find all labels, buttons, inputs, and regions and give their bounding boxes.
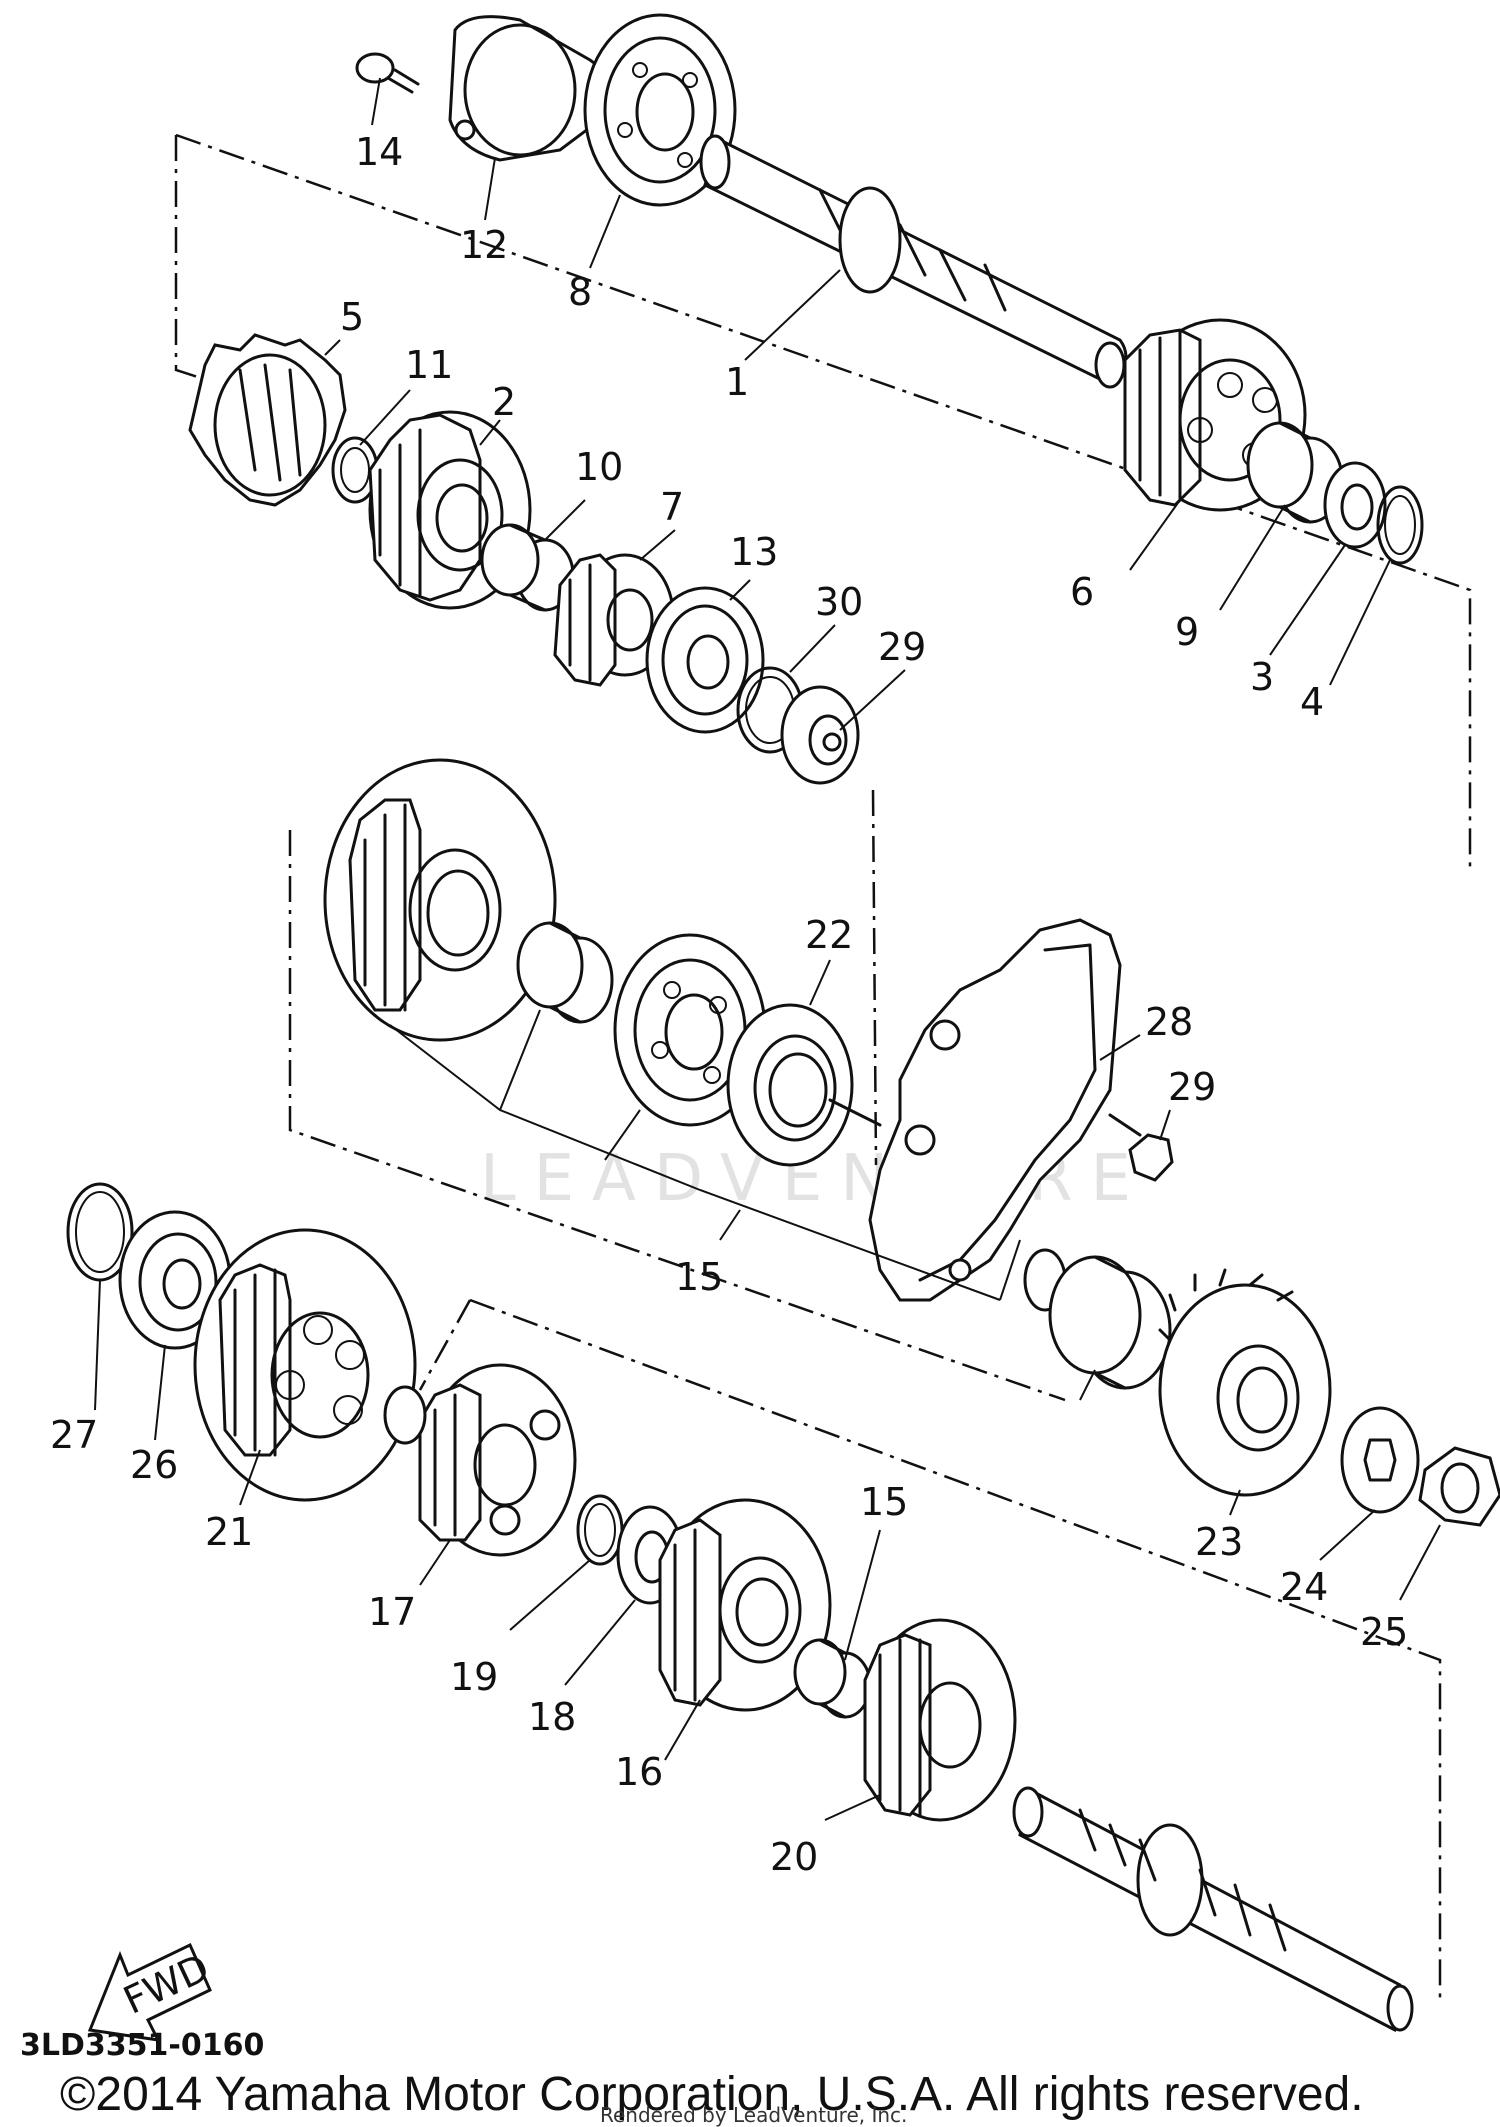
callout: 8 <box>568 270 592 314</box>
part-collar-15-lower <box>793 1638 872 1719</box>
middle-assembly <box>323 758 1500 1527</box>
callout: 24 <box>1280 1565 1328 1609</box>
part-main-axle-1 <box>699 134 1128 389</box>
callout: 15 <box>675 1255 723 1299</box>
callout: 22 <box>805 913 853 957</box>
callout: 13 <box>730 530 778 574</box>
callout: 16 <box>615 1750 663 1794</box>
leader-lines <box>94 77 1441 1821</box>
part-collar-mid <box>516 921 614 1024</box>
callout: 30 <box>815 580 863 624</box>
callout: 25 <box>1360 1610 1408 1654</box>
callout: 17 <box>368 1590 416 1634</box>
callout: 29 <box>878 625 926 669</box>
part-bearing-plate-28 <box>868 918 1122 1302</box>
callout: 23 <box>1195 1520 1243 1564</box>
fwd-arrow: FWD <box>87 1942 216 2042</box>
part-bearing-8 <box>583 13 737 207</box>
callout: 27 <box>50 1413 98 1457</box>
group-outlines <box>174 133 1472 2000</box>
part-screw-14 <box>355 52 420 94</box>
part-retainer-12 <box>448 15 610 162</box>
part-drive-axle <box>1012 1786 1414 2032</box>
part-sprocket-23 <box>1158 1268 1332 1497</box>
drive-axle-assembly <box>66 1182 1414 2032</box>
callout: 21 <box>205 1510 253 1554</box>
part-oil-seal-30 <box>780 685 860 785</box>
copyright: ©2014 Yamaha Motor Corporation, U.S.A. A… <box>60 2068 1364 2121</box>
main-axle-assembly <box>188 13 1424 785</box>
callout: 20 <box>770 1835 818 1879</box>
callout: 1 <box>725 360 749 404</box>
rendered-by: Rendered by LeadVenture, Inc. <box>600 2103 907 2127</box>
callout: 15 <box>860 1480 908 1524</box>
callout: 12 <box>460 223 508 267</box>
callout: 28 <box>1145 1000 1193 1044</box>
callout: 3 <box>1250 655 1274 699</box>
part-gear-5 <box>188 333 347 507</box>
part-gear-16 <box>658 1498 832 1712</box>
callout: 5 <box>340 295 364 339</box>
part-bearing-13 <box>645 586 765 734</box>
part-circlip-19 <box>576 1494 624 1566</box>
callout: 2 <box>492 380 516 424</box>
part-gear-17 <box>383 1363 577 1557</box>
callout: 14 <box>355 130 403 174</box>
callout: 4 <box>1300 680 1324 724</box>
part-collar-mid2 <box>1023 1248 1172 1390</box>
callout: 10 <box>575 445 623 489</box>
callout: 29 <box>1168 1065 1216 1109</box>
callout: 18 <box>528 1695 576 1739</box>
callout: 19 <box>450 1655 498 1699</box>
diagram-code: 3LD3351-0160 <box>20 2028 264 2063</box>
callout: 11 <box>405 343 453 387</box>
callout: 9 <box>1175 610 1199 654</box>
part-gear-20 <box>863 1618 1017 1822</box>
callout: 26 <box>130 1443 178 1487</box>
part-collar-10 <box>480 523 575 612</box>
callouts: 14 12 8 1 5 11 2 10 7 13 30 29 6 9 3 4 2… <box>50 130 1408 1879</box>
part-lock-washer-24 <box>1340 1406 1420 1514</box>
callout: 7 <box>660 485 684 529</box>
part-circlip-4 <box>1376 485 1424 565</box>
part-gear-21 <box>193 1228 417 1502</box>
part-oil-seal-22 <box>726 1003 882 1167</box>
part-bolt-29 <box>1108 1113 1174 1182</box>
callout: 6 <box>1070 570 1094 614</box>
part-washer-3 <box>1323 461 1387 549</box>
part-large-gear <box>323 758 557 1042</box>
part-nut-25 <box>1418 1446 1500 1527</box>
